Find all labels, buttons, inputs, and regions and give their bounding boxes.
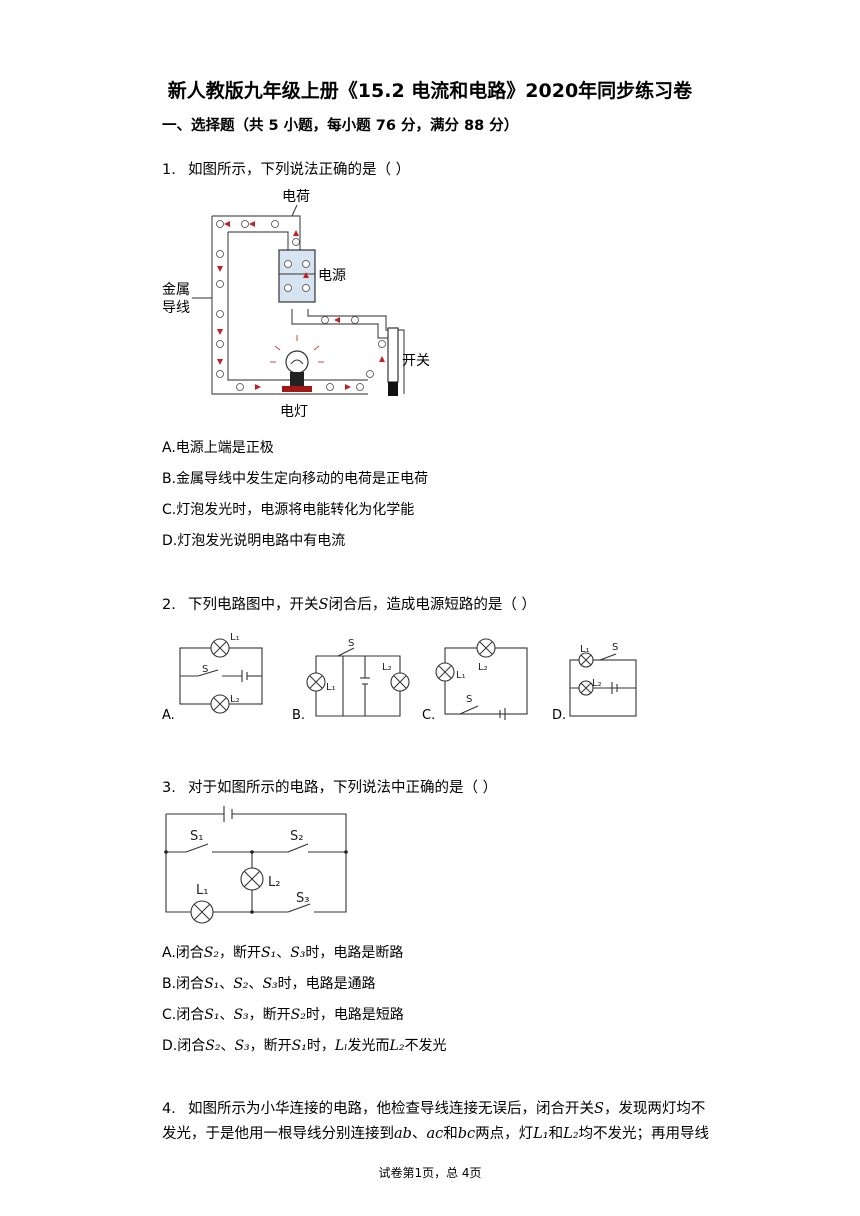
q2-option-d: D. — [552, 708, 567, 723]
q3-option-b: B.闭合S₁、S₂、S₃时，电路是通路 — [162, 976, 376, 992]
svg-text:L₂: L₂ — [230, 694, 240, 705]
q2-option-a: A. — [162, 708, 175, 723]
svg-text:L₁: L₁ — [196, 883, 208, 898]
switch-shape — [387, 327, 399, 383]
q2-option-b: B. — [292, 708, 306, 723]
q3-option-a: A.闭合S₂，断开S₁、S₃时，电路是断路 — [162, 945, 404, 961]
svg-text:L₂: L₂ — [268, 875, 280, 890]
label-wire: 导线 — [162, 300, 190, 316]
q1-option-b: B.金属导线中发生定向移动的电荷是正电荷 — [162, 471, 429, 487]
svg-text:L₂: L₂ — [592, 678, 602, 689]
svg-text:S: S — [348, 638, 354, 649]
svg-text:L₂: L₂ — [382, 662, 392, 673]
question-number: 1. — [162, 162, 176, 178]
label-metal: 金属 — [162, 282, 190, 298]
label-lamp: 电灯 — [280, 404, 308, 420]
label-power-source: 电源 — [318, 268, 346, 284]
svg-text:S: S — [612, 642, 618, 653]
svg-text:S: S — [466, 694, 472, 705]
label-switch: 开关 — [402, 353, 430, 369]
question-1-stem: 1.如图所示，下列说法正确的是（ ） — [162, 162, 411, 178]
switch-base — [388, 382, 398, 396]
svg-text:S: S — [202, 664, 208, 675]
q3-option-d: D.闭合S₂、S₃，断开S₁时，Lₗ发光而L₂不发光 — [162, 1038, 447, 1054]
label-charge: 电荷 — [282, 189, 310, 205]
svg-text:S₂: S₂ — [290, 829, 303, 844]
q3-option-c: C.闭合S₁、S₃，断开S₂时，电路是短路 — [162, 1007, 404, 1023]
svg-text:L₁: L₁ — [456, 670, 466, 681]
q3-circuit-figure: S₁ S₂ L₂ L₁ S₃ — [164, 806, 348, 924]
q2-option-c: C. — [422, 708, 436, 723]
power-source-shape — [278, 249, 316, 303]
page-footer: 试卷第1页，总 4页 — [378, 1166, 482, 1180]
svg-text:L₁: L₁ — [326, 682, 336, 693]
svg-text:S₃: S₃ — [296, 891, 309, 906]
q1-option-d: D.灯泡发光说明电路中有电流 — [162, 533, 346, 549]
question-4-line-1: 4.如图所示为小华连接的电路，他检查导线连接无误后，闭合开关S，发现两灯均不 — [162, 1101, 706, 1117]
question-2-stem: 2.下列电路图中，开关S闭合后，造成电源短路的是（ ） — [162, 597, 537, 613]
svg-text:L₂: L₂ — [478, 662, 488, 673]
q1-circuit-figure: 电荷 电源 金属 导线 开关 电灯 — [162, 189, 430, 420]
question-4-line-2: 发光，于是他用一根导线分别连接到ab、ac和bc两点，灯L₁和L₂均不发光；再用… — [162, 1126, 710, 1142]
svg-text:L₁: L₁ — [230, 632, 240, 643]
svg-text:S₁: S₁ — [190, 829, 203, 844]
q2-circuits-figure: L₁ S L₂ S L₁ L₂ L₂ L₁ S L₁ S L₂ — [179, 632, 637, 720]
q1-option-a: A.电源上端是正极 — [162, 440, 274, 456]
q1-option-c: C.灯泡发光时，电源将电能转化为化学能 — [162, 502, 415, 518]
section-heading: 一、选择题（共 5 小题，每小题 76 分，满分 88 分） — [162, 118, 519, 134]
lamp-shape — [270, 335, 324, 392]
svg-text:L₁: L₁ — [580, 644, 590, 655]
question-3-stem: 3.对于如图所示的电路，下列说法中正确的是（ ） — [162, 780, 498, 796]
page-title: 新人教版九年级上册《15.2 电流和电路》2020年同步练习卷 — [167, 80, 693, 102]
